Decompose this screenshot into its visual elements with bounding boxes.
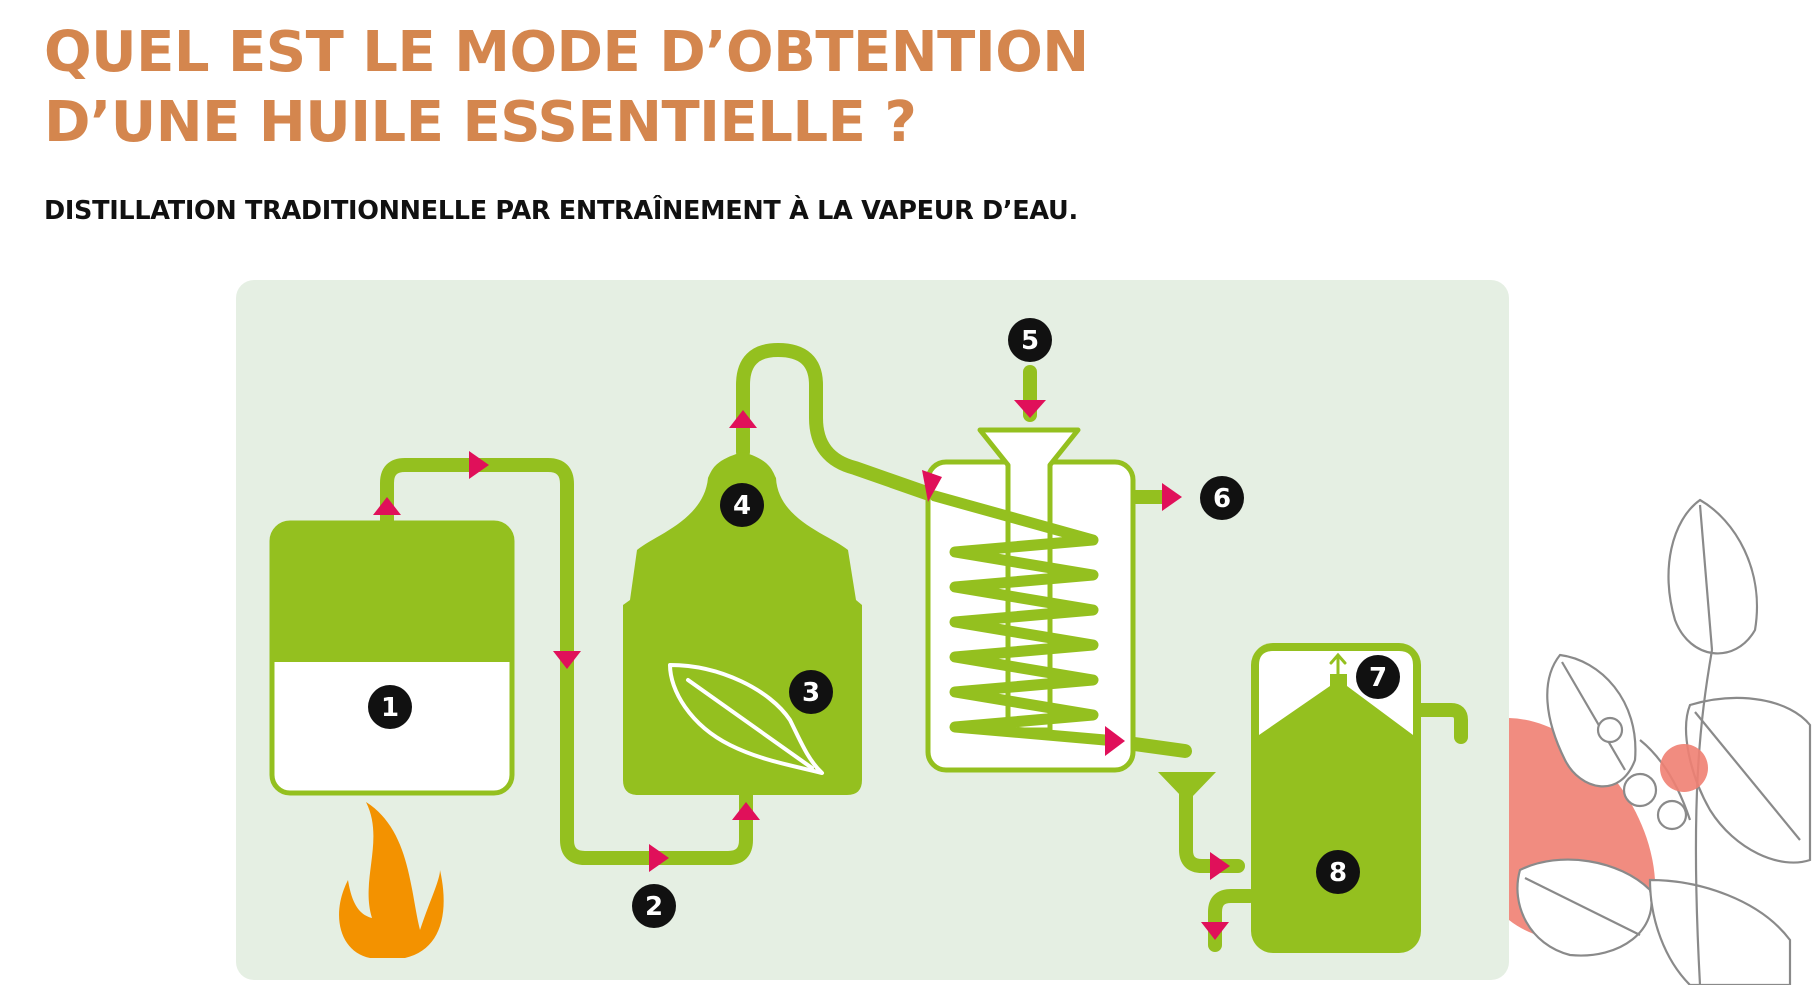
red-berry xyxy=(1660,744,1708,792)
step-number-2: 2 xyxy=(645,892,663,922)
step-number-1: 1 xyxy=(381,693,399,723)
step-marker-4: 4 xyxy=(720,483,764,527)
page-subtitle: DISTILLATION TRADITIONNELLE PAR ENTRAÎNE… xyxy=(44,196,1078,226)
title-line-2: D’UNE HUILE ESSENTIELLE ? xyxy=(44,90,917,155)
step-marker-8: 8 xyxy=(1316,850,1360,894)
flow-arrow-up-neck xyxy=(729,410,757,428)
flow-arrow-up-still-inlet xyxy=(732,802,760,820)
leaf-icon xyxy=(668,663,824,775)
flow-arrow-cold-water-in xyxy=(1014,400,1046,418)
step-number-6: 6 xyxy=(1213,484,1231,514)
step-number-8: 8 xyxy=(1329,858,1347,888)
step-markers: 1 2 3 4 5 6 7 8 xyxy=(368,318,1400,928)
flow-arrow-up-boiler xyxy=(373,497,401,515)
pipe-funnel-to-separator xyxy=(1179,786,1245,873)
condenser xyxy=(925,427,1136,773)
step-marker-6: 6 xyxy=(1200,476,1244,520)
plant-illustration xyxy=(1509,498,1812,985)
step-number-3: 3 xyxy=(802,678,820,708)
page-title: QUEL EST LE MODE D’OBTENTION D’UNE HUILE… xyxy=(44,18,1089,158)
flame-icon xyxy=(339,802,444,958)
title-line-1: QUEL EST LE MODE D’OBTENTION xyxy=(44,20,1089,85)
step-number-4: 4 xyxy=(733,491,751,521)
flow-arrow-hot-water-out xyxy=(1162,483,1182,511)
step-marker-7: 7 xyxy=(1356,655,1400,699)
step-number-5: 5 xyxy=(1021,326,1039,356)
boiler-tank xyxy=(269,520,515,796)
flow-arrows xyxy=(373,400,1230,940)
flow-arrow-right-bottom xyxy=(649,844,669,872)
step-marker-2: 2 xyxy=(632,884,676,928)
flow-arrow-into-condenser xyxy=(922,470,942,502)
pipe-swan-neck xyxy=(736,343,942,503)
step-marker-3: 3 xyxy=(789,670,833,714)
pipe-floral-water-out xyxy=(1208,889,1257,952)
flow-arrow-condenser-out xyxy=(1105,726,1125,756)
step-marker-5: 5 xyxy=(1008,318,1052,362)
flow-arrow-floral-water-out xyxy=(1201,922,1229,940)
flow-arrow-down-pipe xyxy=(553,651,581,669)
up-arrow-icon xyxy=(1329,652,1347,678)
flow-arrow-into-separator xyxy=(1210,852,1230,880)
step-marker-1: 1 xyxy=(368,685,412,729)
pipe-oil-out xyxy=(1411,703,1468,744)
cooling-coil xyxy=(929,490,1111,746)
collection-funnel xyxy=(1158,772,1216,797)
flow-arrow-right-top xyxy=(469,451,489,479)
step-number-7: 7 xyxy=(1369,663,1387,693)
